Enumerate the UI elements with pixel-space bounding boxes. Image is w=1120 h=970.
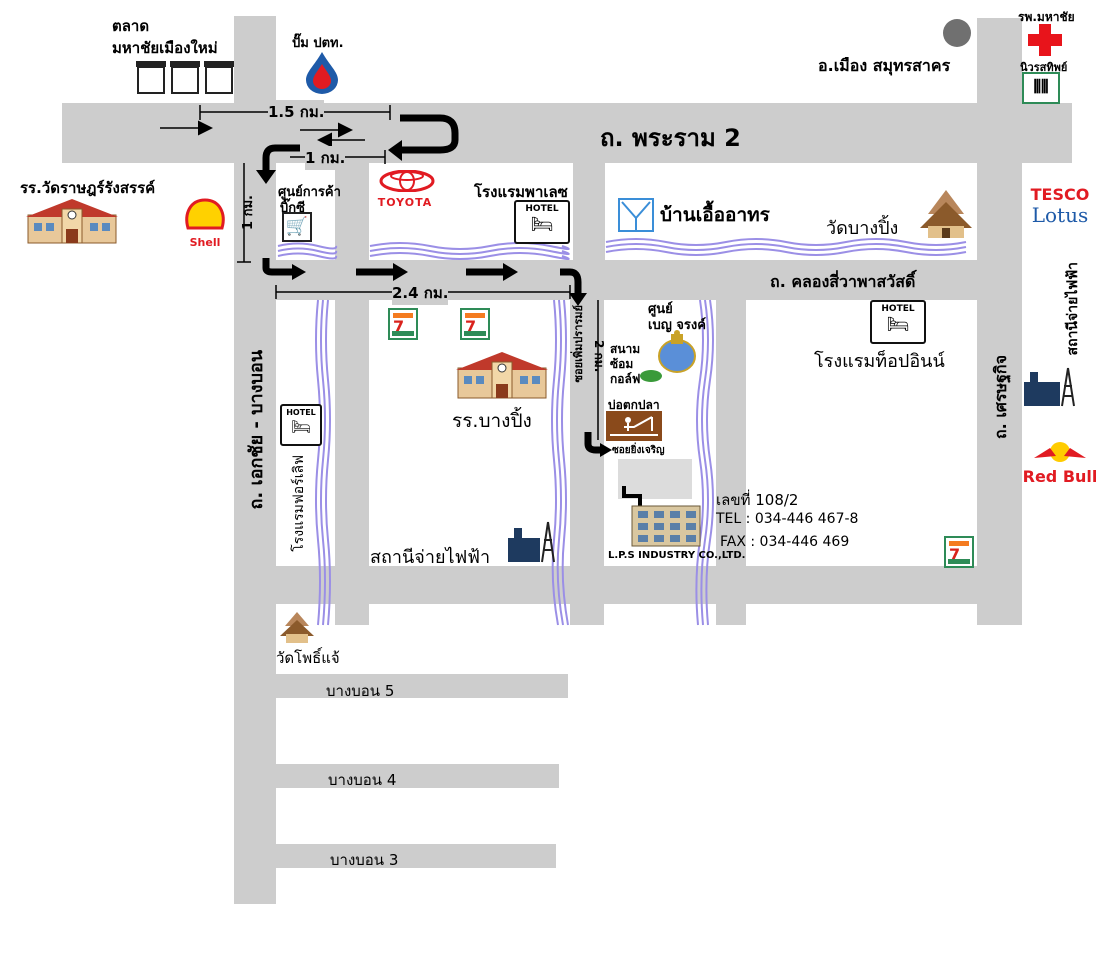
golf-label-line2: ซ้อม xyxy=(610,357,634,371)
distance-label-3: 1 กม. xyxy=(241,195,256,230)
hospital-label: รพ.มหาชัย xyxy=(1018,10,1075,24)
shopping-label-line1: ศูนย์การค้า xyxy=(278,185,341,200)
company-name: L.P.S INDUSTRY CO.,LTD. xyxy=(608,550,746,561)
fishing-label: บ่อตกปลา xyxy=(608,398,660,412)
baan-icon xyxy=(618,198,654,232)
toyota-label: TOYOTA xyxy=(377,196,433,209)
ptt-label: ปั๊ม ปตท. xyxy=(292,36,344,51)
hotel-top-icon: HOTEL 🛏 xyxy=(514,200,570,244)
wat-bangping-label: วัดบางปิ้ง xyxy=(826,218,899,239)
hotel-topin-label: โรงแรมท็อปอินน์ xyxy=(814,351,945,372)
road-label-bangbon3: บางบอน 3 xyxy=(330,851,399,869)
road-bangbon5 xyxy=(276,674,568,698)
road-label-bangbon4: บางบอน 4 xyxy=(328,771,397,789)
bed-icon: 🛏 xyxy=(290,417,312,436)
seven-eleven-icon-3: 7 xyxy=(944,536,974,568)
road-label-bangbon5: บางบอน 5 xyxy=(326,682,395,700)
canal-mid xyxy=(551,299,569,626)
restaurant-icon: ⫴⫴ xyxy=(1022,72,1060,104)
fishing-icon xyxy=(606,411,662,441)
seven-eleven-icon-2: 7 xyxy=(460,308,490,340)
road-rama2 xyxy=(62,103,1072,163)
restaurant-label: นิวรสทิพย์ xyxy=(1020,61,1068,74)
power-right-label: สถานีจ่ายไฟฟ้า xyxy=(1065,262,1081,356)
district-dot-icon xyxy=(943,19,971,47)
shell-logo: Shell xyxy=(182,198,228,249)
wat-phochae-label: วัดโพธิ์แจ้ xyxy=(276,649,340,667)
tesco-lotus-logo: TESCO Lotus xyxy=(1025,186,1095,230)
canal-top-1 xyxy=(369,242,570,260)
market-icon xyxy=(134,57,238,97)
shell-label: Shell xyxy=(189,236,221,249)
wat-phochae-icon xyxy=(278,610,316,644)
bed-icon: 🛏 xyxy=(886,314,910,335)
company-tel: TEL : 034-446 467-8 xyxy=(716,511,859,527)
canal-right xyxy=(695,299,714,626)
road-label-ekachai: ถ. เอกชัย - บางบอน xyxy=(246,350,267,510)
redbull-label: Red Bull xyxy=(1022,467,1098,486)
center-label-line1: ศูนย์ xyxy=(648,302,673,317)
road-label-soi-wat: ซอยเพิ่มปรารมย์ xyxy=(572,305,585,383)
golf-icon xyxy=(640,370,662,382)
cutlery-icon: ⫴⫴ xyxy=(1033,77,1049,98)
road-label-setthakit: ถ. เศรษฐกิจ xyxy=(991,355,1010,439)
golf-label-line1: สนาม xyxy=(610,342,641,356)
baan-label: บ้านเอื้ออาทร xyxy=(660,204,770,226)
road-label-rama2: ถ. พระราม 2 xyxy=(600,124,741,152)
road-bottom-connector xyxy=(276,566,1022,604)
lps-marker xyxy=(622,486,642,510)
hospital-cross-icon xyxy=(1028,24,1062,56)
canal-left xyxy=(315,299,331,626)
school-bangping-icon xyxy=(456,346,548,400)
road-bangbon3 xyxy=(276,844,556,868)
road-label-soi-yingcharoen: ซอยยิ่งเจริญ xyxy=(612,445,665,456)
seven-eleven-icon-1: 7 xyxy=(388,308,418,340)
rama2-small-arrows xyxy=(160,120,365,148)
bed-icon: 🛏 xyxy=(530,214,554,235)
lps-building-icon xyxy=(630,502,702,548)
hotel-left-icon: HOTEL 🛏 xyxy=(280,404,322,446)
power-right-icon xyxy=(1022,366,1078,408)
golf-label-line3: กอล์ฟ xyxy=(610,372,641,386)
toyota-logo: TOYOTA xyxy=(372,169,438,209)
redbull-logo: Red Bull xyxy=(1022,440,1098,488)
market-label-line1: ตลาด xyxy=(112,17,150,35)
distance-label-4: 2.4 กม. xyxy=(392,281,449,305)
road-setthakit xyxy=(977,18,1022,625)
road-lps-lane xyxy=(618,459,692,499)
road-soi-topmid xyxy=(573,163,605,260)
hotel-topin-icon: HOTEL 🛏 xyxy=(870,300,926,344)
company-fax: FAX : 034-446 469 xyxy=(720,534,850,550)
center-label-line2: เบญ จรงค์ xyxy=(648,318,706,333)
tesco-label: TESCO xyxy=(1030,185,1090,204)
distance-label-5: 2 กม. xyxy=(592,340,606,373)
company-address: เลขที่ 108/2 xyxy=(716,491,799,509)
road-soi-right xyxy=(716,300,746,625)
hotel-left-label: โรงแรมฟอร์เลิฟ xyxy=(291,455,307,552)
district-label: อ.เมือง สมุทรสาคร xyxy=(818,56,951,75)
canal-top-3 xyxy=(277,242,338,260)
road-bangbon4 xyxy=(276,764,559,788)
route-arrowheads xyxy=(256,140,612,457)
school-bangping-label: รร.บางปิ้ง xyxy=(452,410,532,432)
distance-label-2: 1 กม. xyxy=(305,146,346,170)
power-center-label: สถานีจ่ายไฟฟ้า xyxy=(370,547,491,568)
power-center-icon xyxy=(506,520,558,564)
school-left-icon xyxy=(26,195,118,245)
road-soi-left xyxy=(335,300,369,625)
ptt-icon xyxy=(302,50,342,94)
hotel-top-label: โรงแรมพาเลซ xyxy=(474,183,568,201)
road-label-khlong: ถ. คลองสี่วาพาสวัสดิ์ xyxy=(770,272,916,291)
canal-top-2 xyxy=(605,238,967,256)
distance-label-1: 1.5 กม. xyxy=(268,100,325,124)
lotus-label: Lotus xyxy=(1031,203,1089,227)
temple-icon xyxy=(918,188,974,240)
market-label-line2: มหาชัยเมืองใหม่ xyxy=(112,39,218,57)
shopping-cart-icon: 🛒 xyxy=(282,212,312,242)
route-arrows xyxy=(262,114,602,454)
school-left-label: รร.วัดราษฎร์รังสรรค์ xyxy=(20,179,156,197)
benjarong-icon xyxy=(656,330,698,376)
road-soi-topleft xyxy=(335,163,369,260)
